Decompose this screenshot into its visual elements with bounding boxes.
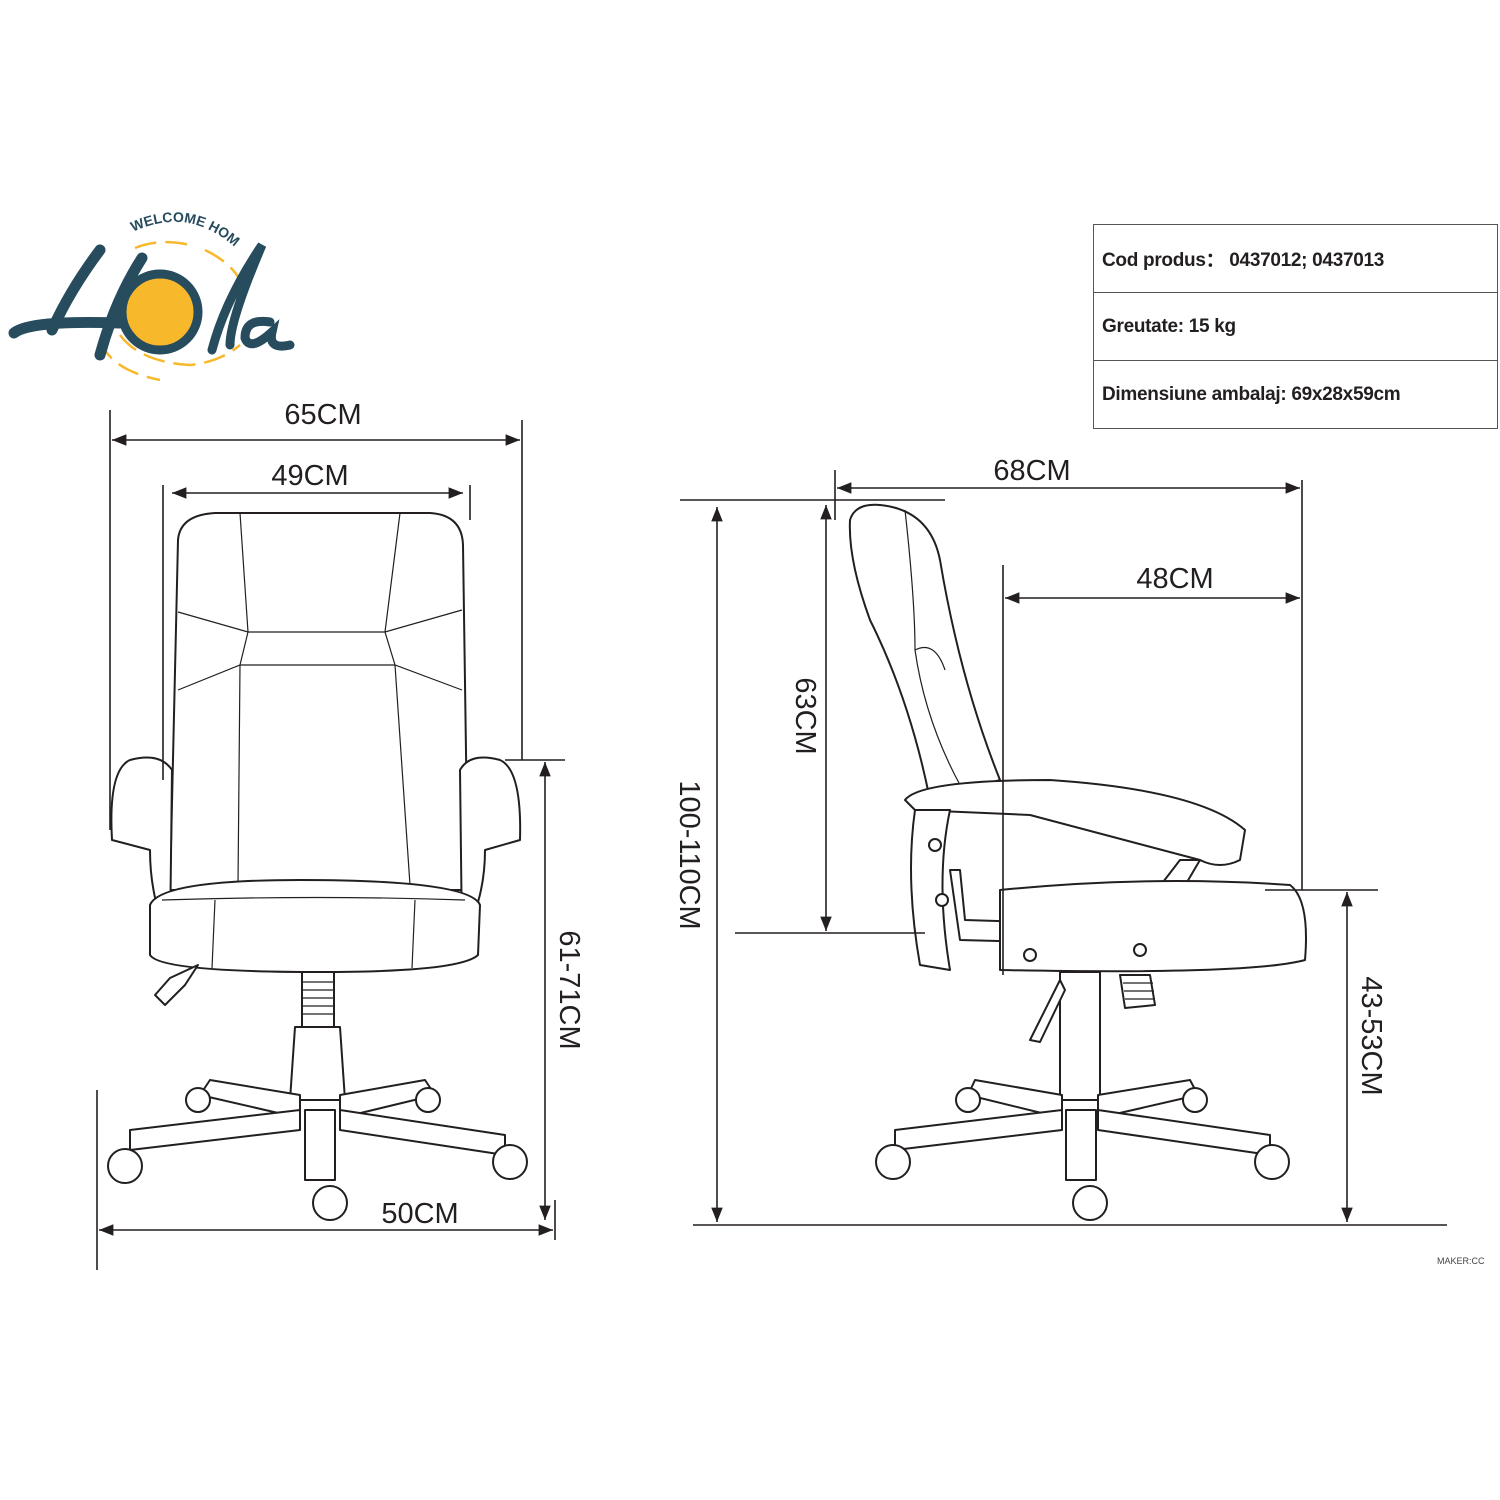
dim-back-height: 63CM xyxy=(789,677,821,754)
dim-seat-depth: 48CM xyxy=(1136,563,1213,595)
logo-tagline: WELCOME HOME xyxy=(0,0,243,249)
spec-table: Cod produs： 0437012; 0437013 Greutate: 1… xyxy=(1093,224,1498,429)
dim-back-width: 49CM xyxy=(271,460,348,492)
front-view-chair xyxy=(107,512,528,1221)
spec-row-package: Dimensiune ambalaj: 69x28x59cm xyxy=(1093,360,1498,429)
dim-overall-depth: 68CM xyxy=(993,455,1070,487)
maker-credit: MAKER:CC xyxy=(1437,1256,1485,1266)
side-dimensions: 68CM 48CM 63CM 100-110CM 43-53CM xyxy=(673,455,1447,1226)
dim-overall-width: 65CM xyxy=(284,399,361,431)
dim-total-height: 100-110CM xyxy=(673,780,705,929)
front-dimensions: 65CM 49CM 61-71CM 50CM xyxy=(96,399,585,1270)
dim-armrest-height: 61-71CM xyxy=(553,930,585,1049)
dim-base-width: 50CM xyxy=(381,1198,458,1230)
dim-seat-height: 43-53CM xyxy=(1355,976,1387,1095)
spec-row-code: Cod produs： 0437012; 0437013 xyxy=(1093,224,1498,293)
spec-row-weight: Greutate: 15 kg xyxy=(1093,292,1498,361)
side-view-chair xyxy=(848,503,1307,1221)
hola-logo: WELCOME HOME xyxy=(0,0,295,382)
logo-sun xyxy=(117,269,203,355)
